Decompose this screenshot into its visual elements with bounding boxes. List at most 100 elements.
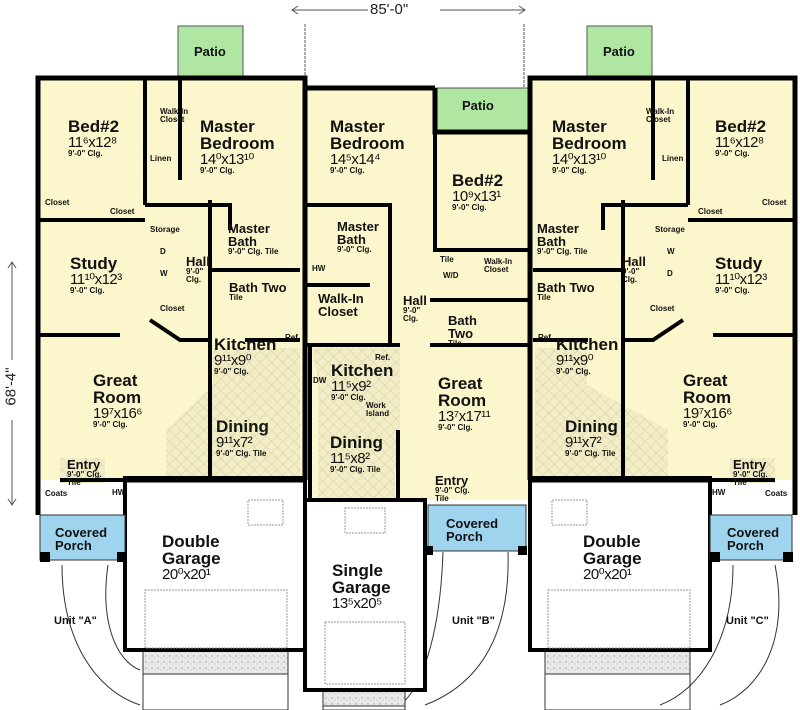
room-hw: HW: [112, 489, 125, 497]
room-ref: Ref.: [285, 334, 300, 342]
dimension-85ft: [291, 5, 526, 88]
room-name: W: [667, 247, 675, 256]
room-name: Hall: [622, 254, 646, 269]
room-clg: 9'-0" Clg. Tile: [216, 449, 267, 458]
room-name: Walk-In Closet: [484, 257, 513, 274]
room-closet: Closet: [650, 305, 674, 313]
room-name: Kitchen: [214, 335, 277, 354]
room-dim: 9¹¹x9⁰: [214, 352, 252, 369]
room-d: D: [160, 248, 166, 256]
room-ref: Ref.: [375, 354, 390, 362]
room-ref: Ref.: [538, 334, 553, 342]
room-name: Single Garage: [332, 561, 391, 597]
room-clg: 9'-0" Clg.: [715, 286, 750, 295]
room-name: Coats: [45, 489, 68, 498]
room-clg: 9'-0" Clg. Tile: [330, 465, 381, 474]
room-name: Great Room: [438, 374, 487, 410]
room-name: Double Garage: [583, 532, 642, 568]
room-name: Great Room: [683, 371, 732, 407]
room-linen: Linen: [150, 155, 171, 163]
room-clg: 9'-0" Clg. Tile: [435, 486, 470, 503]
room-dim: 9¹¹x9⁰: [556, 352, 594, 369]
room-clg: 9'-0" Clg. Tile: [565, 449, 616, 458]
patio-label: Patio: [603, 44, 635, 59]
room-clg: 9'-0" Clg.: [552, 166, 587, 175]
room-dim: 14⁰x13¹⁰: [200, 151, 254, 168]
room-clg: 9'-0" Clg.: [331, 393, 366, 402]
overall-depth-label: 68'-4": [2, 367, 20, 406]
room-clg: Tile: [448, 339, 462, 348]
room-dim: 20⁰x20¹: [583, 566, 632, 583]
room-clg: 9'-0" Clg. Tile: [537, 247, 588, 256]
room-name: Covered Porch: [55, 525, 108, 553]
room-dim: 13⁷x17¹¹: [438, 408, 491, 425]
room-dim: 13⁵x20⁵: [332, 595, 382, 612]
room-name: Ref.: [285, 333, 301, 342]
room-coats: Coats: [765, 490, 787, 498]
room-name: Walk-In Closet: [160, 107, 189, 124]
room-name: Tile: [440, 255, 454, 264]
room-name: Entry: [733, 457, 767, 472]
room-dim: 9¹¹x7²: [565, 434, 602, 451]
room-dim: 11⁶x12⁸: [715, 134, 764, 151]
patio-label: Patio: [462, 98, 494, 113]
room-name: Master Bath: [228, 221, 270, 249]
room-work-island: Work Island: [366, 402, 396, 418]
room-name: Walk-In Closet: [318, 291, 364, 319]
room-clg: 9'-0" Clg.: [200, 166, 235, 175]
room-covered-porch: Covered Porch: [55, 526, 115, 552]
room-name: DW: [313, 376, 327, 385]
room-name: Dining: [330, 433, 383, 452]
room-name: Bed#2: [715, 117, 767, 136]
room-name: Linen: [662, 154, 684, 163]
room-clg: 9'-0" Clg. Tile: [733, 470, 768, 487]
room-covered-porch: Covered Porch: [446, 517, 506, 543]
room-name: HW: [312, 264, 326, 273]
room-name: Coats: [765, 489, 788, 498]
patio-label: Patio: [194, 44, 226, 59]
room-name: D: [160, 247, 166, 256]
room-coats: Coats: [45, 490, 67, 498]
room-name: Master Bath: [337, 219, 379, 247]
room-linen: Linen: [662, 155, 683, 163]
unit-label: Unit "B": [452, 615, 495, 627]
room-covered-porch: Covered Porch: [727, 526, 787, 552]
room-dw: DW: [313, 377, 326, 385]
room-name: Covered Porch: [727, 525, 780, 553]
room-d: D: [667, 270, 673, 278]
room-clg: 9'-0" Clg.: [337, 245, 372, 254]
room-name: Walk-In Closet: [646, 107, 675, 124]
room-clg: 9'-0" Clg.: [70, 286, 105, 295]
room-name: Master Bedroom: [200, 117, 275, 153]
room-name: Closet: [762, 198, 787, 207]
room-name: HW: [712, 488, 726, 497]
room-hw: HW: [312, 265, 325, 273]
room-clg: 9'-0" Clg.: [556, 367, 591, 376]
room-tile: Tile: [440, 256, 454, 264]
room-dim: 14⁵x14⁴: [330, 151, 381, 168]
room-walk-in-closet: Walk-In Closet: [646, 108, 676, 124]
room-clg: 9'-0" Clg.: [403, 306, 421, 323]
room-name: HW: [112, 488, 126, 497]
room-dim: 19⁷x16⁶: [683, 405, 732, 422]
room-name: Work Island: [366, 401, 390, 418]
room-dim: 20⁰x20¹: [162, 566, 211, 583]
